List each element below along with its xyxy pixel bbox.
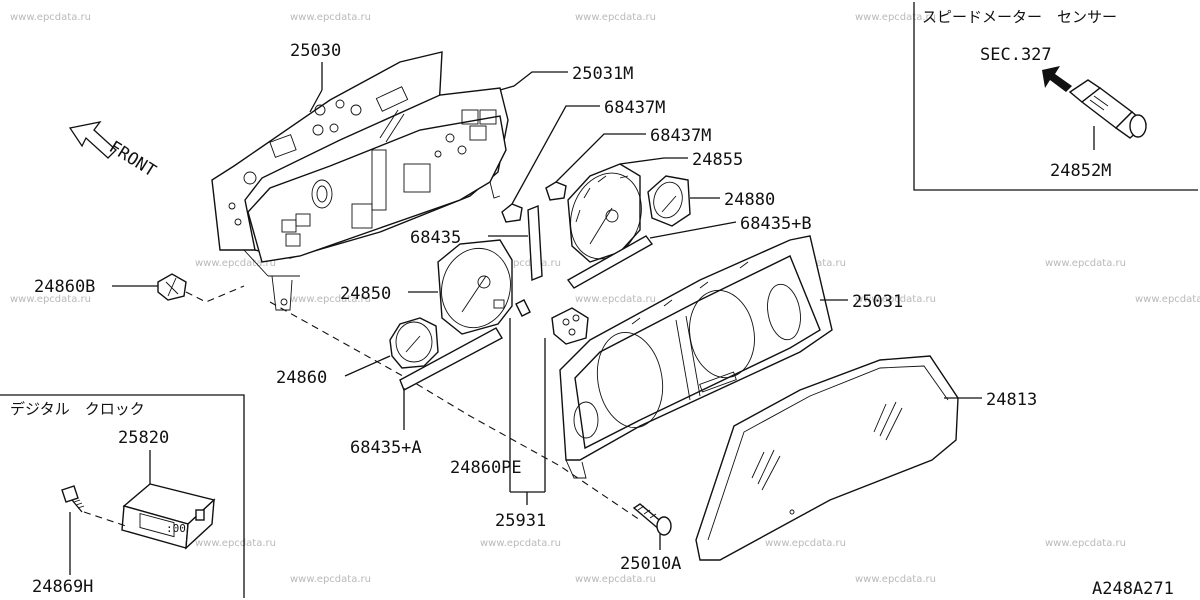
watermark: www.epcdata.ru: [480, 258, 561, 269]
diagram-code: A248A271: [1092, 579, 1174, 599]
inset-border: [913, 2, 1198, 191]
part-label-68435A: 68435+A: [350, 438, 422, 458]
bulb-socket-part: [157, 273, 187, 301]
leader-line: [499, 71, 568, 91]
lens-piece-part: [501, 203, 523, 223]
assembly-dash: [269, 301, 641, 521]
watermark: www.epcdata.ru: [855, 12, 936, 23]
watermark: www.epcdata.ru: [1135, 294, 1200, 305]
front-arrow-icon: [68, 121, 117, 159]
inset-border: [0, 394, 245, 598]
part-label-25931: 25931: [495, 511, 546, 531]
watermark: www.epcdata.ru: [480, 538, 561, 549]
part-label-24880: 24880: [724, 190, 775, 210]
part-label-68437M-b: 68437M: [650, 126, 711, 146]
part-label-24852M: 24852M: [1050, 161, 1111, 181]
part-label-24813: 24813: [986, 390, 1037, 410]
part-label-25030: 25030: [290, 41, 341, 61]
part-label-24855: 24855: [692, 150, 743, 170]
watermark: www.epcdata.ru: [1045, 258, 1126, 269]
leader-line: [309, 89, 323, 113]
part-label-24869H: 24869H: [32, 577, 93, 597]
part-label-24850: 24850: [340, 284, 391, 304]
part-label-24860B: 24860B: [34, 277, 95, 297]
light-guide-part: [566, 235, 654, 289]
back-housing-part: [211, 51, 509, 311]
watermark: www.epcdata.ru: [575, 12, 656, 23]
part-label-24860PE: 24860PE: [450, 458, 522, 478]
watermark: www.epcdata.ru: [575, 574, 656, 585]
speed-sensor-title: スピードメーター センサー: [922, 8, 1117, 26]
leader-line: [619, 157, 688, 165]
watermark: www.epcdata.ru: [855, 574, 936, 585]
speed-sensor-part: [1068, 79, 1148, 139]
front-indicator: FRONT: [68, 121, 159, 181]
watermark: www.epcdata.ru: [195, 538, 276, 549]
part-label-68435B: 68435+B: [740, 214, 812, 234]
light-guide-part: [527, 204, 543, 282]
watermark: www.epcdata.ru: [1045, 538, 1126, 549]
leader-line: [649, 221, 737, 239]
bulb-part: [515, 299, 531, 317]
watermark: www.epcdata.ru: [290, 294, 371, 305]
part-label-68435: 68435: [410, 228, 461, 248]
screw-part: [632, 503, 672, 536]
section-ref-label: SEC.327: [980, 45, 1052, 65]
part-label-68437M-a: 68437M: [604, 98, 665, 118]
arrow-icon: [1042, 66, 1072, 92]
digital-clock-title: デジタル クロック: [10, 400, 145, 418]
leader-line: [555, 133, 646, 183]
front-housing-part: [559, 235, 833, 479]
digital-clock-part: :00: [121, 483, 216, 550]
fuel-gauge-part: [389, 317, 439, 369]
light-guide-part: [399, 327, 503, 391]
digital-clock-inset: デジタル クロック 25820 :00 24869H: [0, 394, 245, 598]
screw-part: [61, 485, 85, 513]
watermark: www.epcdata.ru: [855, 294, 936, 305]
front-label: FRONT: [105, 137, 159, 181]
assembly-dash: [83, 511, 127, 527]
part-label-25820: 25820: [118, 428, 169, 448]
svg-text::00: :00: [166, 522, 186, 535]
lens-piece-part: [545, 181, 567, 201]
watermark: www.epcdata.ru: [290, 574, 371, 585]
part-label-24860: 24860: [276, 368, 327, 388]
leader-line: [511, 105, 600, 205]
watermark: www.epcdata.ru: [575, 294, 656, 305]
bulb-holder-part: [551, 307, 589, 345]
watermark: www.epcdata.ru: [10, 294, 91, 305]
watermark: www.epcdata.ru: [290, 12, 371, 23]
speed-sensor-inset: スピードメーター センサー SEC.327 24852M: [913, 2, 1198, 191]
glass-lens-part: [695, 355, 959, 561]
part-label-25031M: 25031M: [572, 64, 633, 84]
speedometer-part: [567, 163, 642, 263]
part-label-25010A: 25010A: [620, 554, 681, 574]
tachometer-part: [437, 239, 513, 335]
assembly-dash: [185, 285, 245, 303]
watermark: www.epcdata.ru: [10, 12, 91, 23]
watermark: www.epcdata.ru: [765, 538, 846, 549]
watermark: www.epcdata.ru: [195, 258, 276, 269]
small-gauge-part: [647, 175, 691, 227]
part-label-25031: 25031: [852, 292, 903, 312]
leader-line: [344, 355, 391, 377]
